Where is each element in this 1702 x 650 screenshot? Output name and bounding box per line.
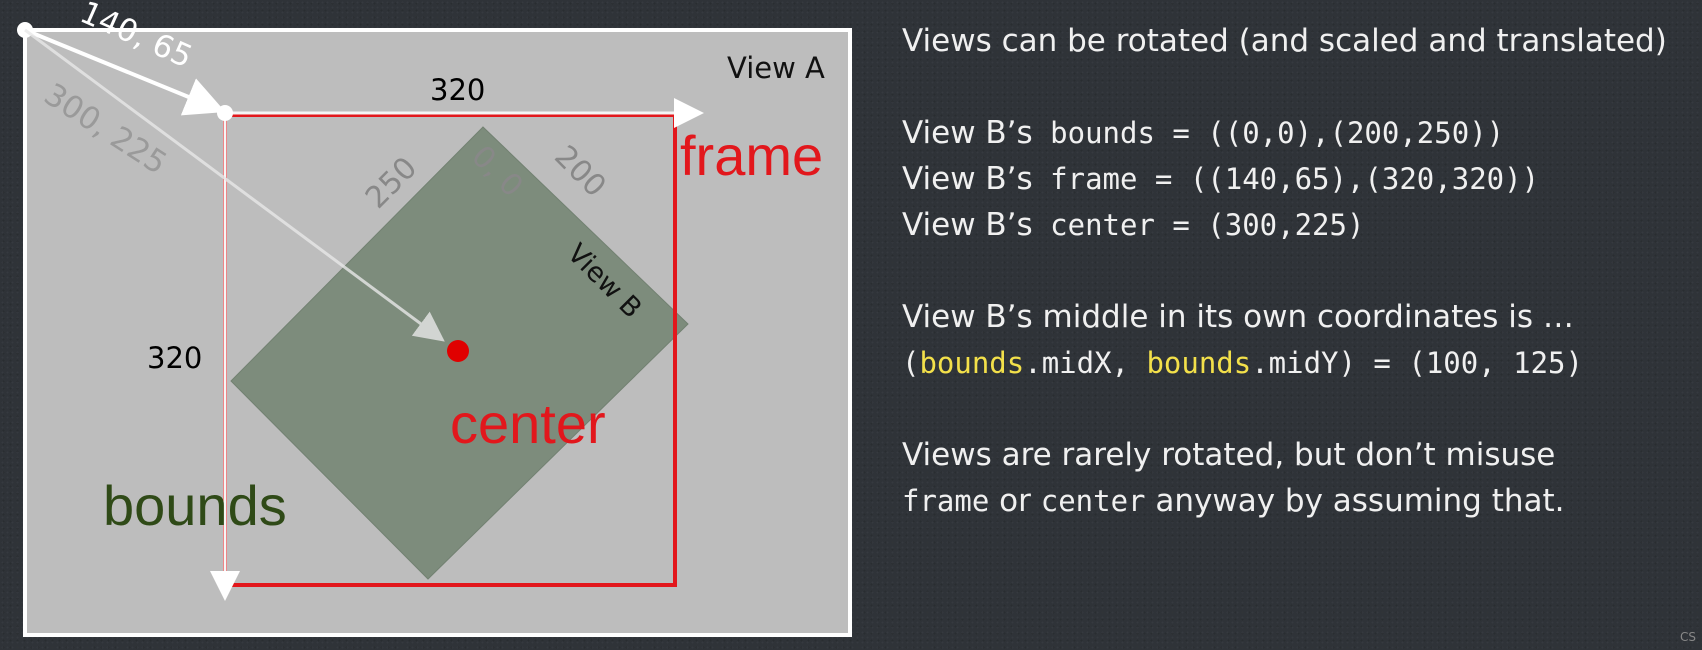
mid-part-2: .midY) = (100, 125) — [1251, 346, 1583, 380]
bounds-note-prefix: View B’s — [902, 115, 1033, 151]
misuse-note: frame or center anyway by assuming that. — [902, 478, 1702, 524]
misuse-or: or — [989, 483, 1041, 519]
center-dot — [447, 340, 469, 362]
center-note: View B’s center = (300,225) — [902, 202, 1702, 248]
mid-bounds-2: bounds — [1146, 346, 1252, 380]
frame-note-prefix: View B’s — [902, 161, 1033, 197]
rare-note: Views are rarely rotated, but don’t misu… — [902, 437, 1556, 473]
mid-bounds-1: bounds — [919, 346, 1025, 380]
mid-part-1: .midX, — [1024, 346, 1147, 380]
misuse-rest: anyway by assuming that. — [1145, 483, 1565, 519]
mid-open: ( — [902, 346, 920, 380]
center-note-code: center = (300,225) — [1032, 208, 1365, 242]
footer-mark: CS — [1680, 630, 1696, 644]
frame-note: View B’s frame = ((140,65),(320,320)) — [902, 156, 1702, 202]
frame-width-label: 320 — [430, 73, 485, 107]
view-a-label: View A — [727, 51, 825, 85]
center-vector-arrow — [24, 28, 445, 342]
middle-code: (bounds.midX, bounds.midY) = (100, 125) — [902, 340, 1702, 386]
bounds-label: bounds — [103, 474, 287, 537]
explanation-notes: Views can be rotated (and scaled and tra… — [902, 18, 1702, 524]
frame-note-code: frame = ((140,65),(320,320)) — [1032, 162, 1540, 196]
center-label: center — [450, 392, 606, 455]
frame-origin-dot — [217, 105, 233, 121]
view-geometry-diagram: View A View B 250 0, 0 200 frame 320 320… — [17, 0, 852, 637]
rotation-note: Views can be rotated (and scaled and tra… — [902, 23, 1667, 59]
frame-label: frame — [680, 124, 823, 187]
center-note-prefix: View B’s — [902, 207, 1033, 243]
misuse-frame: frame — [902, 484, 990, 518]
misuse-center: center — [1040, 484, 1146, 518]
frame-height-label: 320 — [147, 341, 202, 375]
origin-vector-arrow — [24, 28, 226, 116]
middle-note: View B’s middle in its own coordinates i… — [902, 299, 1574, 335]
bounds-note: View B’s bounds = ((0,0),(200,250)) — [902, 110, 1702, 156]
bounds-note-code: bounds = ((0,0),(200,250)) — [1032, 116, 1505, 150]
